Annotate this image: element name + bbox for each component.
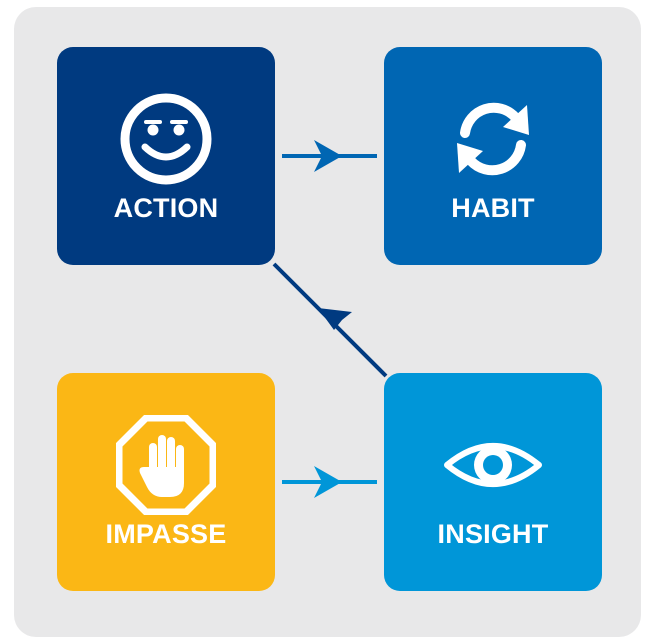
habit-card: HABIT	[384, 47, 602, 265]
insight-label: INSIGHT	[437, 519, 549, 549]
stop-hand-icon	[116, 415, 216, 515]
smiley-face-icon	[120, 93, 212, 185]
action-label: ACTION	[113, 193, 219, 223]
impasse-label: IMPASSE	[105, 519, 227, 549]
action-card: ACTION	[57, 47, 275, 265]
habit-label: HABIT	[451, 193, 535, 223]
eye-icon	[444, 443, 542, 487]
refresh-cycle-icon	[457, 102, 529, 176]
insight-card: INSIGHT	[384, 373, 602, 591]
impasse-card: IMPASSE	[57, 373, 275, 591]
